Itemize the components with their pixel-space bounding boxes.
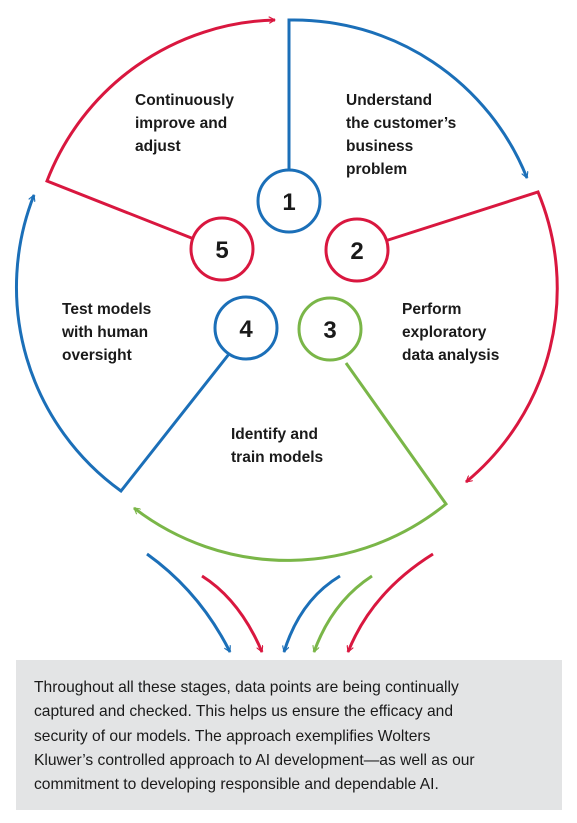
process-cycle-diagram: 1 2 3 4 5 Understand the customer’s busi…	[15, 0, 559, 660]
stage-1-label: Understand the customer’s business probl…	[346, 92, 461, 178]
converging-arrow-blue-right	[284, 574, 341, 652]
stage-5-connector-arrow	[45, 20, 275, 241]
summary-note-line: security of our models. The approach exe…	[34, 727, 431, 745]
summary-note-line: commitment to developing responsible and…	[34, 776, 439, 794]
stage-3-number: 3	[323, 317, 336, 344]
summary-note: Throughout all these stages, data points…	[16, 660, 562, 810]
converging-arrow-red-left	[201, 574, 264, 652]
stage-5-label: Continuously improve and adjust	[135, 92, 238, 155]
stage-2-label: Perform exploratory data analysis	[402, 301, 499, 364]
stage-1-connector-arrow	[287, 18, 527, 178]
stage-3-node: 3	[297, 296, 363, 362]
summary-note-line: Kluwer’s controlled approach to AI devel…	[34, 751, 475, 769]
converging-arrow-green-right	[314, 574, 373, 652]
summary-note-line: Throughout all these stages, data points…	[34, 679, 459, 696]
stage-4-node: 4	[213, 295, 279, 361]
stage-5-node: 5	[189, 216, 255, 282]
stage-2-node: 2	[324, 217, 390, 283]
stage-4-label: Test models with human oversight	[61, 301, 156, 364]
converging-arrow-blue-left	[146, 552, 232, 652]
stage-2-connector-arrow	[384, 190, 559, 484]
stage-1-number: 1	[282, 189, 295, 216]
stage-3-connector-arrow	[133, 362, 449, 562]
stage-3-label: Identify and train models	[231, 426, 323, 466]
stage-5-number: 5	[215, 237, 228, 264]
stage-4-connector-arrow	[15, 195, 231, 494]
summary-note-line: captured and checked. This helps us ensu…	[34, 703, 453, 721]
stage-2-number: 2	[350, 238, 363, 265]
stage-1-node: 1	[256, 168, 322, 234]
stage-4-number: 4	[239, 316, 253, 343]
converging-arrow-red-right	[348, 552, 434, 652]
